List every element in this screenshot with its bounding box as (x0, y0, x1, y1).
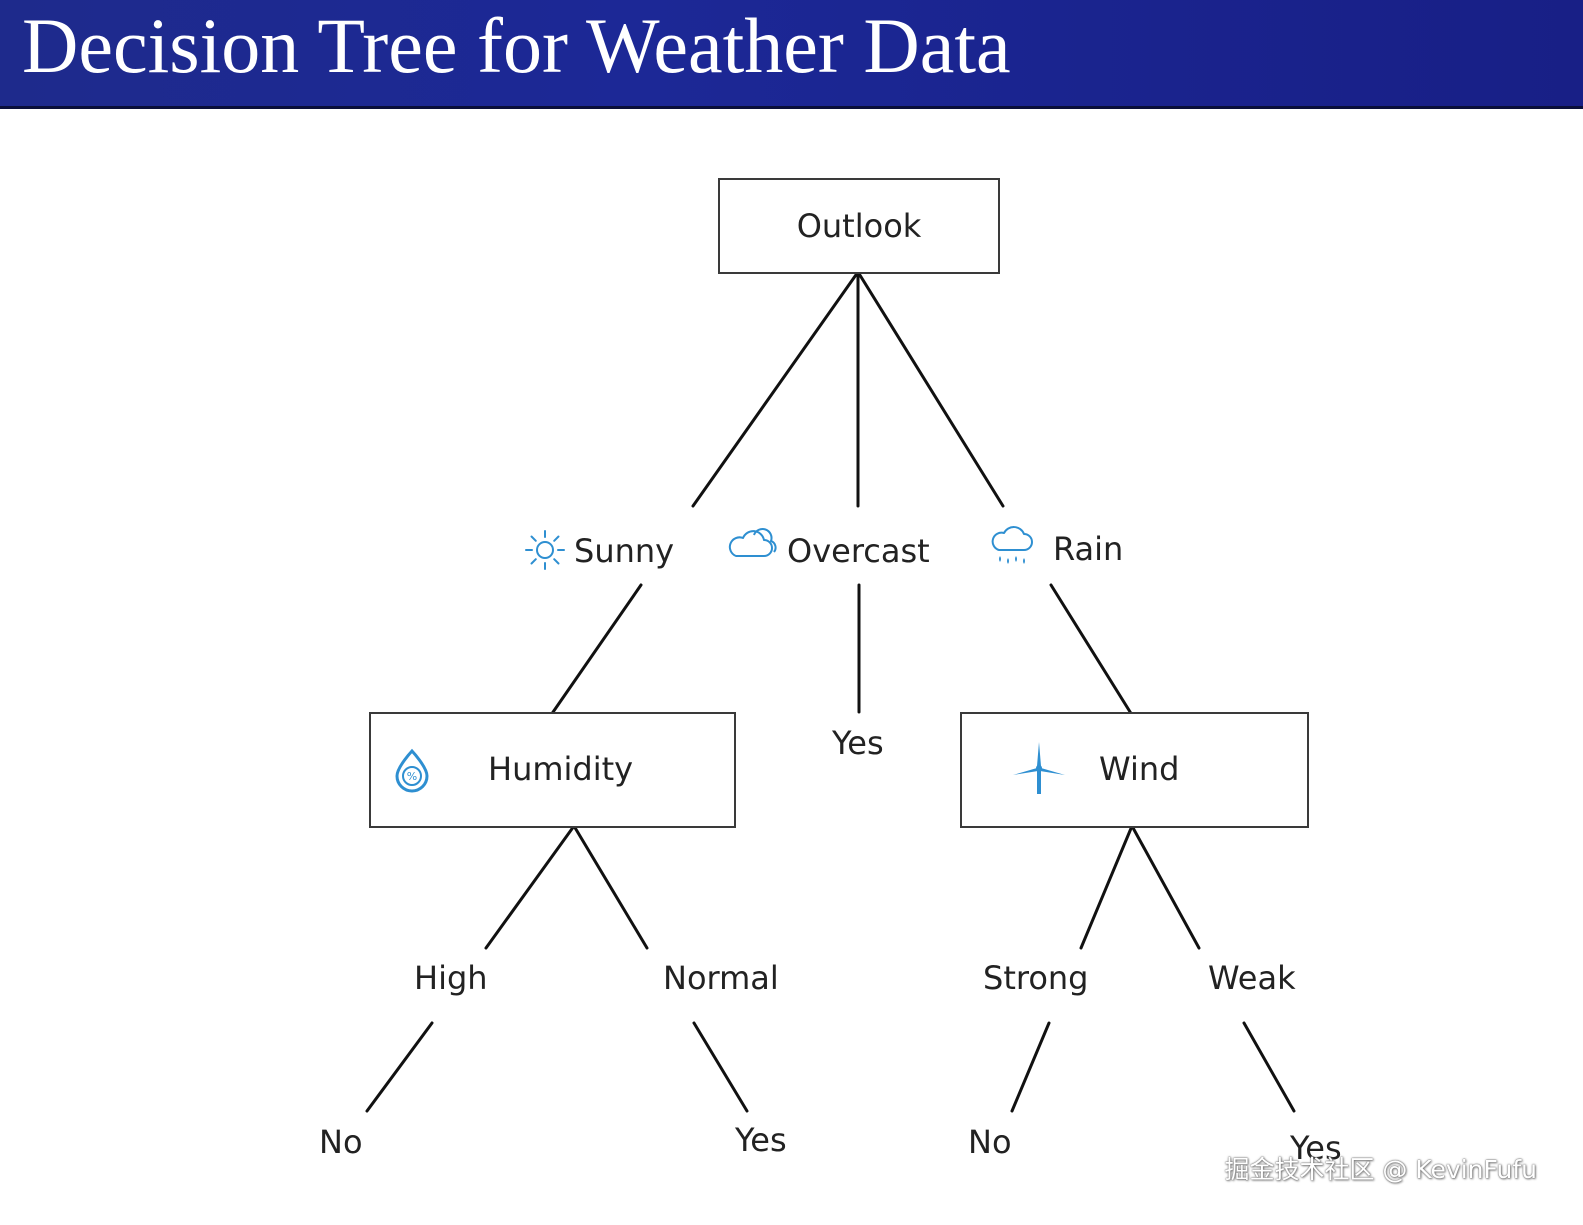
branch-label-strong: Strong (983, 959, 1089, 997)
edge-sunny-humidity (549, 583, 643, 717)
edge-outlook-sunny (691, 270, 860, 508)
branch-label-sunny: Sunny (574, 532, 675, 570)
edge-outlook-rain (856, 270, 1005, 508)
wind-label: Wind (1099, 750, 1180, 788)
edge-wind-weak (1130, 824, 1201, 950)
sun-icon (525, 530, 565, 570)
edge-rain-wind (1049, 583, 1134, 717)
title-banner (0, 0, 1583, 106)
slide-title: Decision Tree for Weather Data (22, 2, 1011, 89)
edge-weak-yes (1242, 1021, 1296, 1113)
title-banner-rule (0, 106, 1583, 109)
leaf-overcast-yes: Yes (832, 724, 884, 762)
edge-strong-no (1010, 1021, 1051, 1113)
rain-cloud-icon (991, 526, 1033, 564)
wind-node (960, 712, 1309, 828)
svg-text:%: % (407, 770, 417, 783)
branch-label-overcast: Overcast (787, 532, 930, 570)
branch-label-weak: Weak (1208, 959, 1296, 997)
edge-humidity-high (484, 824, 576, 950)
leaf-strong-no: No (968, 1123, 1012, 1161)
branch-label-rain: Rain (1053, 530, 1124, 568)
leaf-high-no: No (319, 1123, 363, 1161)
branch-label-high: High (414, 959, 488, 997)
edge-wind-strong (1079, 824, 1134, 950)
leaf-normal-yes: Yes (735, 1121, 787, 1159)
edge-humidity-normal (572, 824, 649, 950)
watermark: 掘金技术社区 @ KevinFufu (1224, 1155, 1537, 1184)
wind-turbine-icon (1013, 742, 1065, 794)
outlook-label: Outlook (796, 207, 922, 245)
edge-normal-yes (692, 1021, 749, 1113)
humidity-node (369, 712, 736, 828)
leaf-weak-yes: Yes (1290, 1129, 1342, 1167)
branch-label-normal: Normal (663, 959, 779, 997)
cloud-icon (728, 528, 777, 557)
edge-high-no (365, 1021, 434, 1113)
humidity-drop-icon: % (395, 748, 429, 793)
outlook-node (718, 178, 1000, 274)
humidity-label: Humidity (488, 750, 634, 788)
